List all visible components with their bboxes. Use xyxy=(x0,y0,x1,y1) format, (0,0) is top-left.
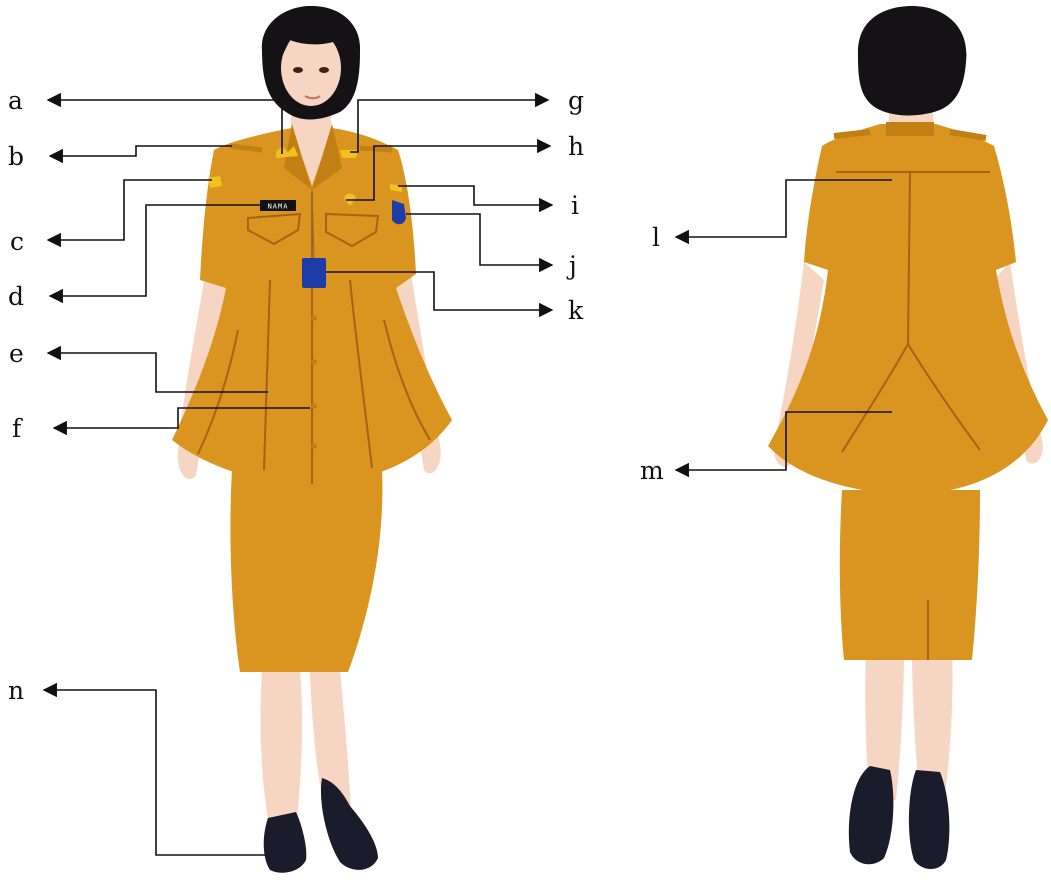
front-left-leg xyxy=(260,672,302,830)
back-skirt xyxy=(840,490,980,660)
back-head-hair xyxy=(858,6,967,115)
back-right-shoe xyxy=(909,770,949,869)
name-tag-text: NAMA xyxy=(268,203,289,211)
back-left-shoe xyxy=(849,766,894,864)
back-figure xyxy=(768,6,1048,869)
callout-n xyxy=(44,690,266,855)
label-n: n xyxy=(8,678,24,703)
front-head xyxy=(262,6,360,120)
back-epaulette-left xyxy=(834,132,870,136)
shoulder-rank-c xyxy=(208,176,222,188)
front-epaulette-right xyxy=(360,148,392,150)
back-collar xyxy=(886,122,934,136)
label-j: j xyxy=(569,253,577,278)
callout-j xyxy=(406,214,552,265)
label-f: f xyxy=(12,416,21,441)
id-card-k xyxy=(302,258,326,288)
label-e: e xyxy=(9,341,24,366)
callout-lines xyxy=(44,100,892,855)
label-m: m xyxy=(640,458,664,483)
label-a: a xyxy=(8,88,23,113)
front-figure: NAMA xyxy=(172,6,452,873)
label-b: b xyxy=(8,144,24,169)
callout-c xyxy=(48,180,212,240)
front-left-shoe xyxy=(264,812,307,873)
label-k: k xyxy=(568,298,583,323)
label-h: h xyxy=(568,134,584,159)
label-c: c xyxy=(10,229,24,254)
label-l: l xyxy=(652,225,660,250)
front-skirt xyxy=(230,470,382,672)
label-i: i xyxy=(571,193,579,218)
label-g: g xyxy=(568,88,584,113)
label-d: d xyxy=(8,284,24,309)
callout-i xyxy=(398,186,552,205)
callout-b xyxy=(50,146,232,156)
